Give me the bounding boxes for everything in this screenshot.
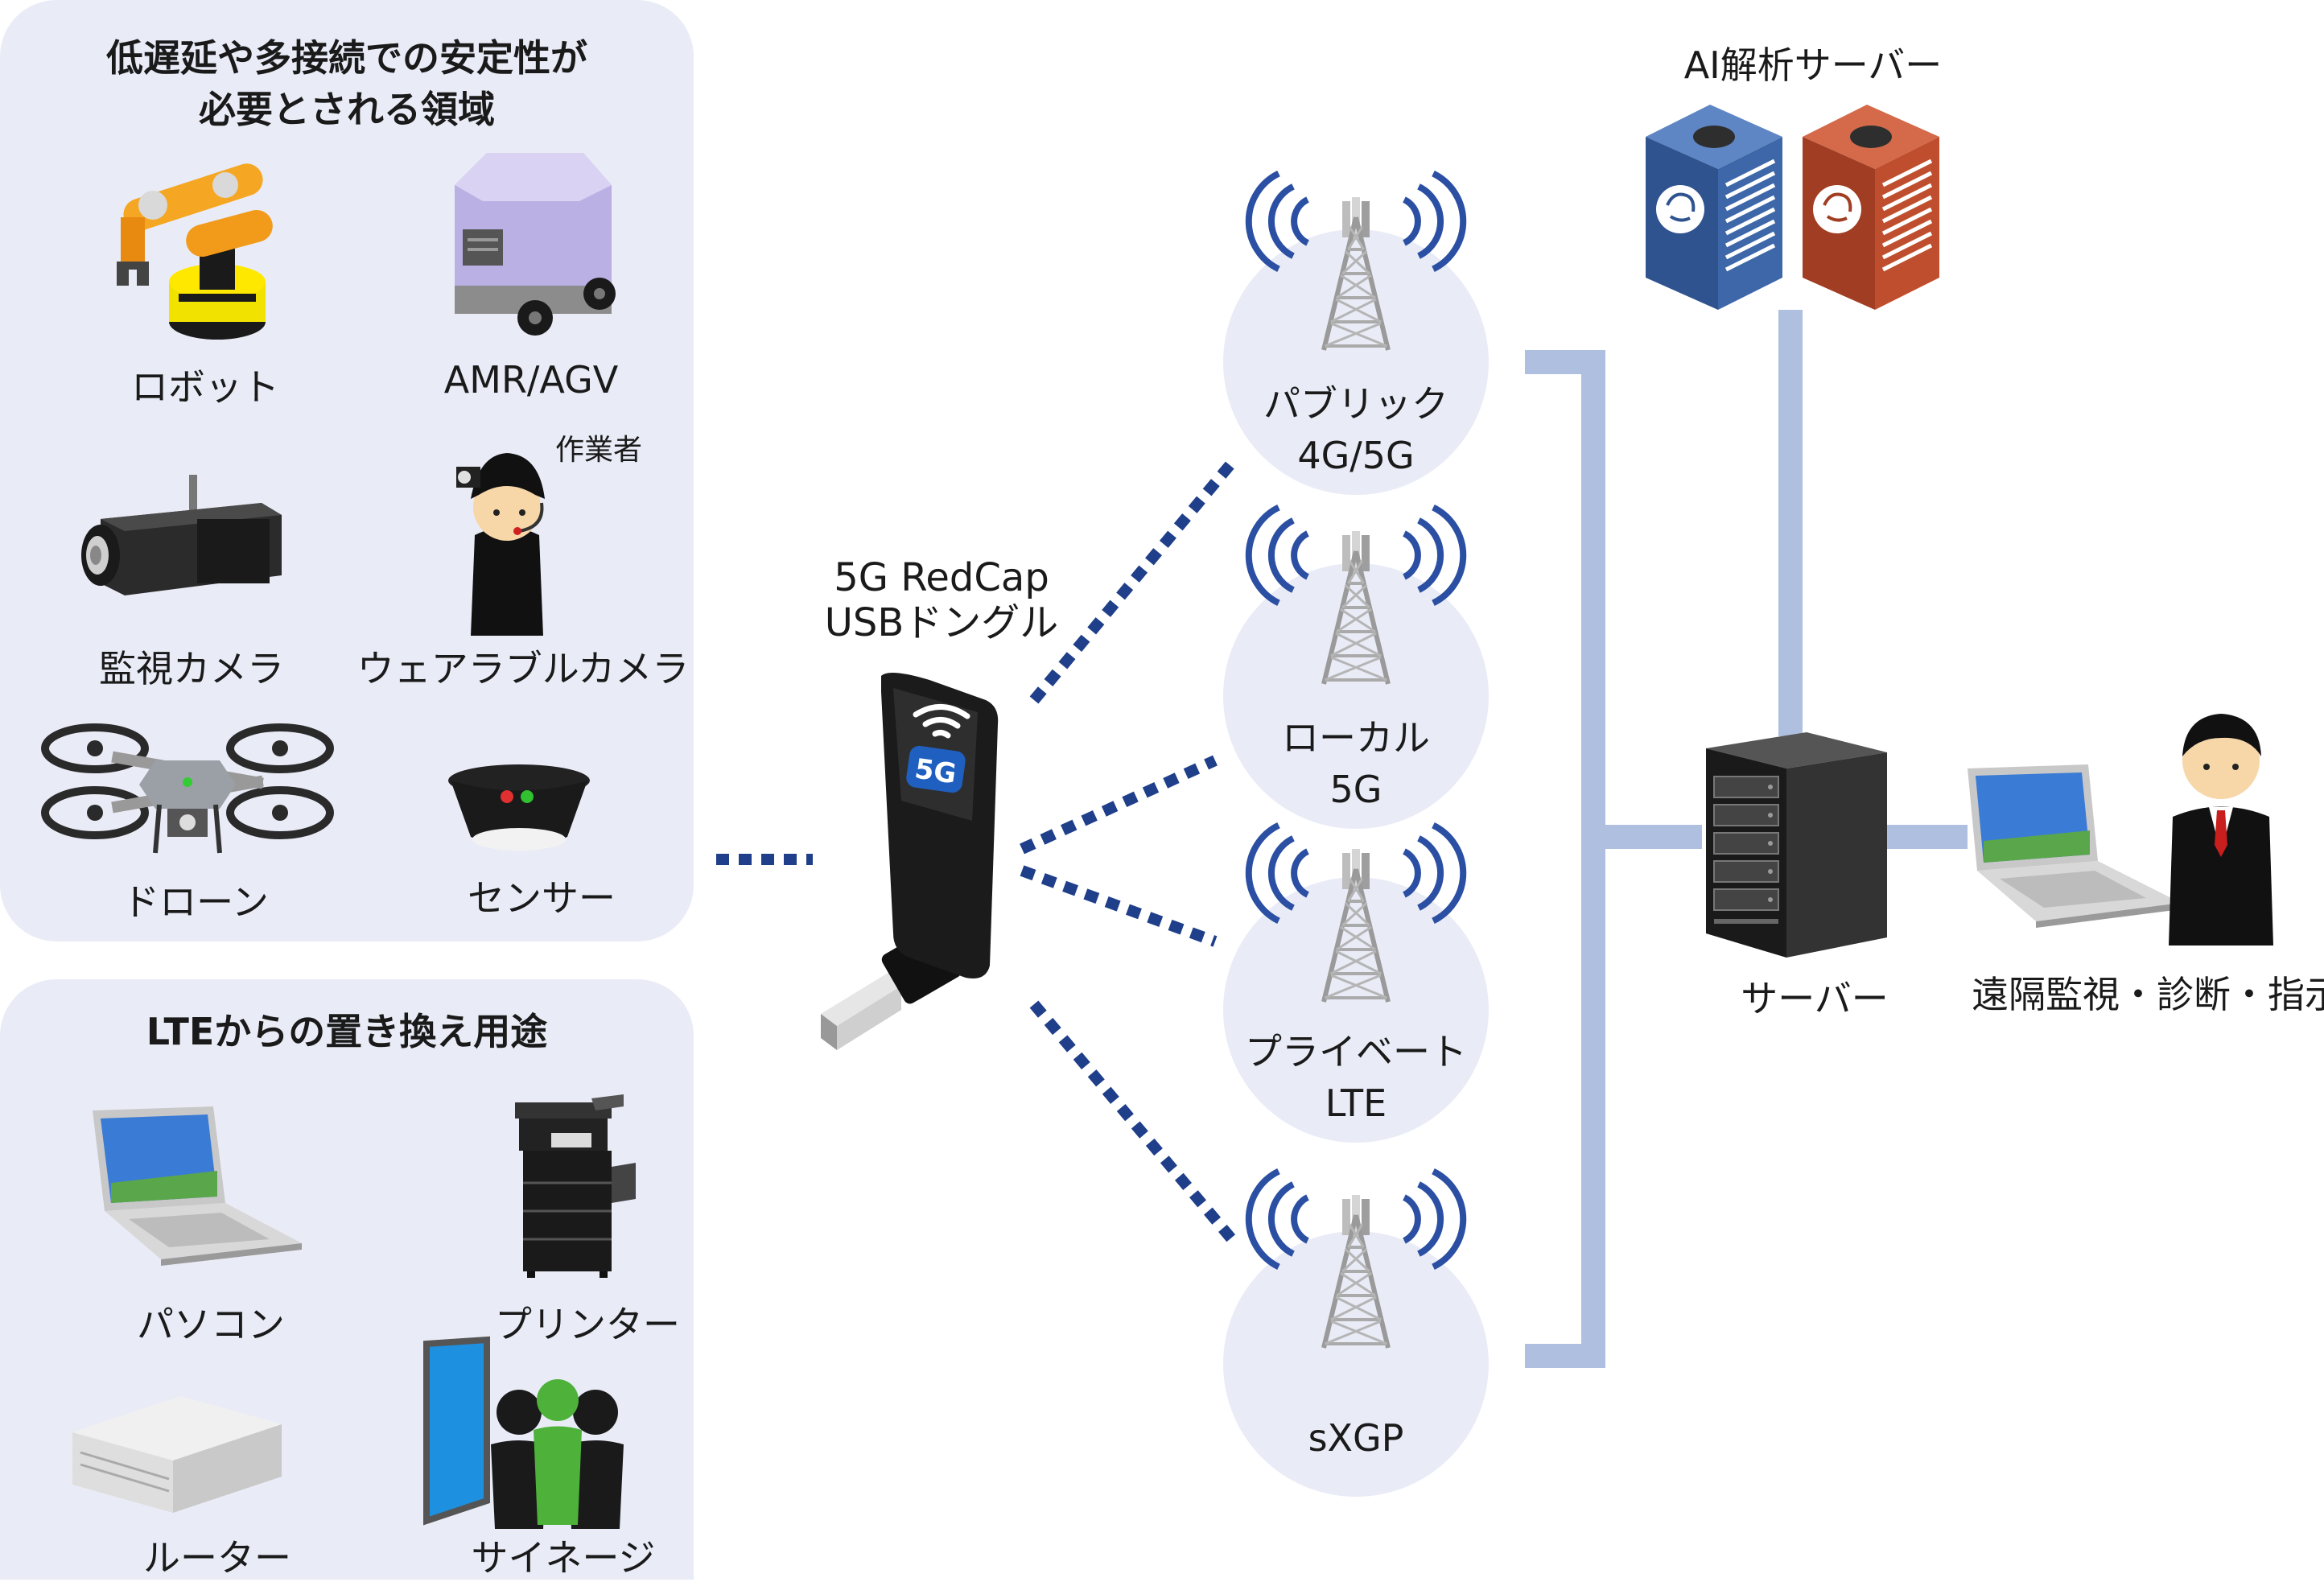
amr-vehicle-icon [455,153,616,336]
item-label-surveillance-camera: 監視カメラ [99,647,284,690]
link-to-server [1581,825,1702,849]
item-label-sensor: センサー [468,876,616,920]
dongle-label-line2: USBドングル [824,600,1059,645]
server-label: サーバー [1741,977,1889,1020]
cell-tower-icon-private [1245,822,1467,1003]
ai-server-icon [1646,105,1939,310]
cell-tower-icon-sxgp [1245,1168,1467,1349]
sensor-icon [448,764,590,851]
link-ai-server [1778,310,1803,736]
remote-laptop-icon [1968,764,2181,928]
item-label-wearable-camera: ウェアラブルカメラ [356,647,690,690]
laptop-icon [93,1106,302,1266]
network-circle-sxgp [1223,1231,1489,1497]
signage-icon [423,1336,624,1529]
network-label-local: ローカル 5G [1282,712,1430,815]
network-label-local-line1: ローカル [1282,716,1430,760]
network-label-private-line2: LTE [1325,1081,1387,1125]
bracket-vertical [1581,350,1605,1368]
operator-person-icon [2169,714,2273,945]
dongle-label-line1: 5G RedCap [834,555,1049,600]
cell-tower-icon-local [1245,505,1467,685]
link-to-remote [1879,825,1968,849]
network-label-sxgp-line1: sXGP [1308,1416,1404,1460]
wearable-camera-worker-icon [456,453,545,636]
surveillance-camera-icon [81,475,282,595]
network-label-public-line1: パブリック [1263,382,1448,426]
low-latency-title: 低遅延や多接続での安定性が 必要とされる領域 [0,32,694,135]
item-label-amr: AMR/AGV [443,358,619,402]
dotted-link-public [1029,455,1240,704]
printer-icon [515,1094,636,1278]
robot-arm-icon [117,163,273,340]
low-latency-title-line1: 低遅延や多接続での安定性が [106,36,587,80]
router-icon [72,1396,282,1513]
remote-label: 遠隔監視・診断・指示 [1972,973,2324,1016]
worker-note: 作業者 [555,434,643,467]
dongle-badge: 5G [913,753,958,791]
usb-dongle-icon: 5G [821,673,999,1050]
network-label-sxgp: sXGP [1308,1412,1404,1464]
item-label-pc: パソコン [137,1303,285,1346]
network-circle-private [1223,877,1489,1143]
item-label-drone: ドローン [122,880,269,924]
lte-replace-title: LTEからの置き換え用途 [146,1010,548,1053]
item-label-printer: プリンター [495,1303,680,1346]
network-label-private-line1: プライベート [1245,1030,1467,1073]
bracket-bottom [1525,1344,1597,1368]
network-label-public-line2: 4G/5G [1297,434,1415,477]
network-label-local-line2: 5G [1329,768,1382,811]
cell-tower-icon-public [1245,171,1467,351]
drone-icon [41,723,334,854]
network-label-private: プライベート LTE [1245,1026,1467,1129]
low-latency-title-line2: 必要とされる領域 [199,88,495,131]
item-label-router: ルーター [143,1536,291,1580]
dotted-link-private [1020,865,1218,947]
server-tower-icon [1706,732,1887,958]
dotted-link-sxgp [1029,1000,1240,1247]
item-label-robot: ロボット [131,365,279,409]
network-label-public: パブリック 4G/5G [1263,378,1448,481]
ai-server-label: AI解析サーバー [1683,43,1943,87]
dongle-label: 5G RedCap USBドングル [785,555,1098,645]
item-label-signage: サイネージ [471,1536,656,1580]
